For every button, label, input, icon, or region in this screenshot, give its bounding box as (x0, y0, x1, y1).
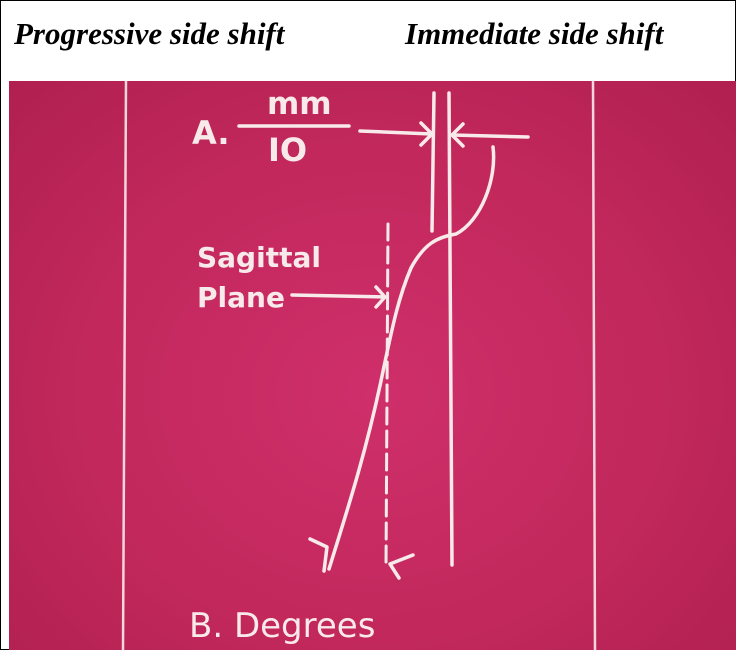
immediate-side-shift-caption: Immediate side shift (405, 16, 664, 51)
sagittal-label-line1: Sagittal (197, 241, 321, 274)
sagittal-plane-dashed-line (384, 222, 390, 568)
slide-image: A. mm IO Sagittal Plane B. Degrees (9, 81, 736, 650)
sagittal-pointer-arrow (290, 293, 387, 299)
condylar-path-curve (327, 145, 496, 571)
label-a-denominator: IO (268, 131, 307, 169)
reference-line-1 (430, 91, 436, 233)
progressive-side-shift-caption: Progressive side shift (14, 16, 285, 51)
angle-arrowhead-right (388, 553, 415, 580)
label-b-degrees: B. Degrees (189, 606, 375, 646)
label-a-prefix: A. (192, 114, 230, 152)
dimension-arrowhead-right (450, 122, 465, 148)
label-a-numerator: mm (267, 86, 332, 122)
left-border-line (121, 81, 128, 650)
angle-arrowhead-left (308, 537, 329, 573)
sagittal-pointer-arrowhead (374, 285, 387, 309)
right-border-line (591, 81, 597, 650)
side-shift-diagram: A. mm IO Sagittal Plane B. Degrees (121, 81, 597, 650)
dimension-arrowhead-left (419, 121, 434, 147)
dimension-arrow-right (450, 133, 530, 139)
sagittal-label-line2: Plane (197, 281, 285, 314)
dimension-arrow-left (358, 129, 434, 136)
reference-line-2 (447, 91, 454, 567)
